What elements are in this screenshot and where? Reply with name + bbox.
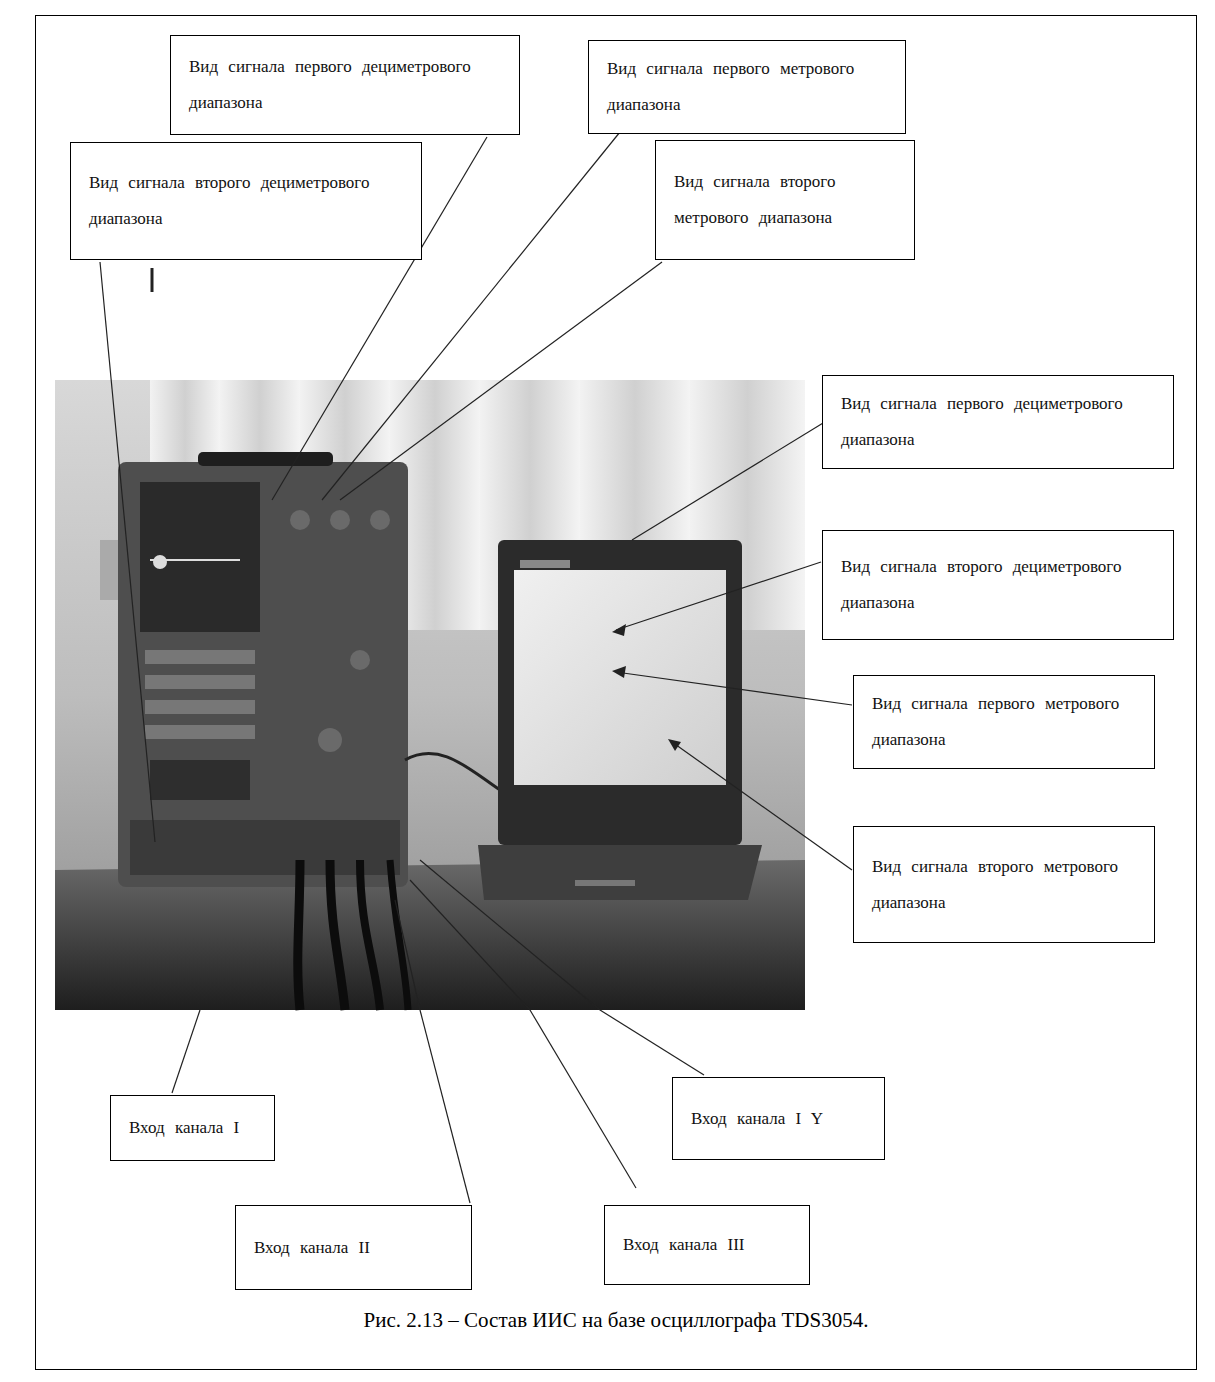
- figure-caption: Рис. 2.13 – Состав ИИС на базе осциллогр…: [35, 1308, 1197, 1333]
- callout-box: Вход канала I Y: [672, 1077, 885, 1160]
- callout-box: Вид сигнала второго метрового диапазона: [853, 826, 1155, 943]
- callout-box: Вид сигнала второго дециметрового диапаз…: [70, 142, 422, 260]
- callout-text: Вид сигнала первого дециметрового диапаз…: [841, 386, 1155, 458]
- callout-box: Вид сигнала первого метрового диапазона: [588, 40, 906, 134]
- callout-text: Вид сигнала второго дециметрового диапаз…: [841, 549, 1155, 621]
- callout-text: Вход канала II: [254, 1230, 453, 1266]
- callout-box: Вход канала III: [604, 1205, 810, 1285]
- callout-text: Вид сигнала первого метрового диапазона: [872, 686, 1136, 758]
- callout-box: Вид сигнала второго дециметрового диапаз…: [822, 530, 1174, 640]
- callout-box: Вход канала II: [235, 1205, 472, 1290]
- callout-box: Вид сигнала первого дециметрового диапаз…: [822, 375, 1174, 469]
- callout-box: Вид сигнала первого дециметрового диапаз…: [170, 35, 520, 135]
- callout-box: Вид сигнала первого метрового диапазона: [853, 675, 1155, 769]
- callout-text: Вход канала III: [623, 1227, 791, 1263]
- callout-box: Вход канала I: [110, 1095, 275, 1161]
- callout-box: Вид сигнала второго метрового диапазона: [655, 140, 915, 260]
- callout-text: Вид сигнала второго метрового диапазона: [872, 849, 1136, 921]
- callout-text: Вид сигнала второго метрового диапазона: [674, 164, 896, 236]
- callout-text: Вид сигнала первого дециметрового диапаз…: [189, 49, 501, 121]
- callout-text: Вход канала I Y: [691, 1101, 866, 1137]
- callout-text: Вход канала I: [129, 1110, 256, 1146]
- callout-text: Вид сигнала первого метрового диапазона: [607, 51, 887, 123]
- callout-text: Вид сигнала второго дециметрового диапаз…: [89, 165, 403, 237]
